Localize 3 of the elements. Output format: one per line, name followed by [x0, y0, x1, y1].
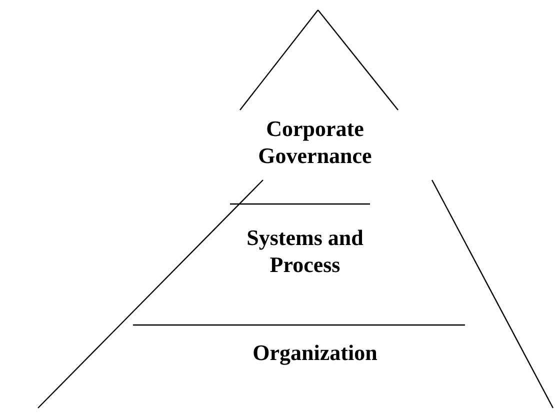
tier-label: Organization: [252, 339, 378, 366]
tier-label: Corporate Governance: [257, 115, 373, 169]
tier-label: Systems and Process: [246, 224, 364, 278]
